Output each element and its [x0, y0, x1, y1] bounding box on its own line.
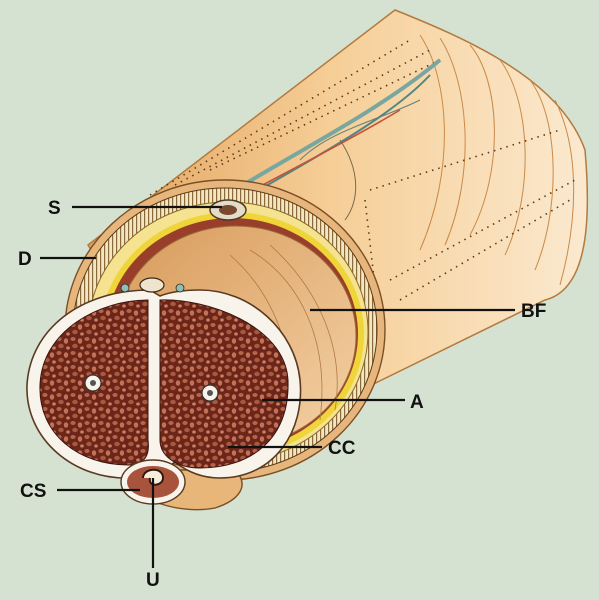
- cavernosal-artery-right: [201, 384, 219, 402]
- skin-dotted-lines: [149, 39, 576, 331]
- label-S: S: [48, 198, 61, 219]
- label-CC: CC: [328, 438, 356, 459]
- leader-lines: [40, 205, 515, 568]
- label-CS: CS: [20, 481, 46, 502]
- label-U: U: [146, 570, 160, 591]
- vein-lumen: [219, 205, 237, 215]
- label-BF: BF: [521, 301, 546, 322]
- cavernosal-artery-left: [84, 374, 102, 392]
- corpus-cavernosum-right: [159, 299, 289, 469]
- label-D: D: [18, 249, 32, 270]
- urethra: [142, 468, 165, 486]
- label-A: A: [410, 392, 424, 413]
- septal-vessels: [120, 277, 185, 293]
- skin-contour-lines: [419, 34, 575, 286]
